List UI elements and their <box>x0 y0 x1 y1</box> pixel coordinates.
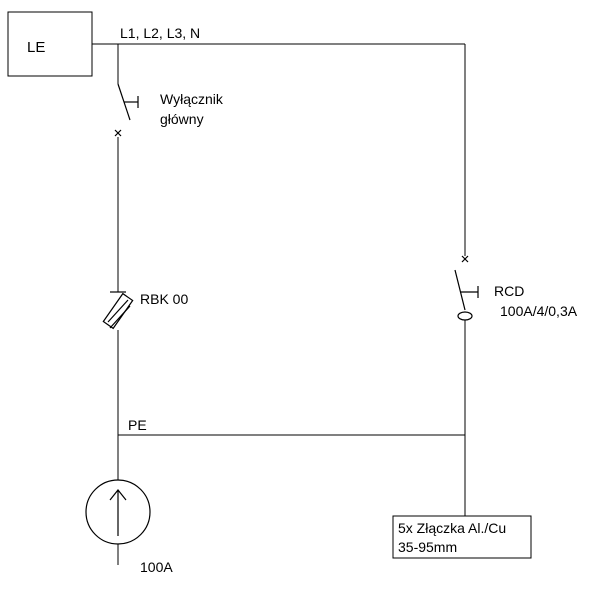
terminal-box-label-line2: 35-95mm <box>398 539 457 555</box>
terminal-box-frame <box>392 515 532 559</box>
fuse-diagonal-2 <box>109 305 131 329</box>
fuse-label: RBK 00 <box>140 291 188 307</box>
rcd-symbol <box>454 255 479 321</box>
rcd-blade <box>454 269 466 311</box>
le-box: LE <box>7 11 93 77</box>
main-switch-contact-x2 <box>114 129 122 137</box>
supply-rating: 100A <box>140 559 173 575</box>
fuse-symbol <box>102 291 134 330</box>
supply-arrow-head <box>109 489 127 501</box>
fuse-diagonal-1 <box>107 299 129 323</box>
le-box-label: LE <box>27 39 45 56</box>
rcd-label-line2: 100A/4/0,3A <box>500 303 578 319</box>
main-switch-symbol <box>114 83 139 137</box>
terminal-box: 5x Złączka Al./Cu 35-95mm <box>392 515 532 559</box>
phases-label: L1, L2, L3, N <box>120 25 200 41</box>
terminal-box-label-line1: 5x Złączka Al./Cu <box>398 520 506 536</box>
supply-symbol <box>85 479 151 545</box>
main-switch-label-line1: Wyłącznik <box>160 91 224 107</box>
main-switch-label-line2: główny <box>160 111 204 127</box>
rcd-contact-x2 <box>461 255 469 263</box>
rcd-core <box>457 311 473 321</box>
le-box-frame <box>7 11 93 77</box>
rcd-label-line1: RCD <box>494 283 524 299</box>
pe-label: PE <box>128 417 147 433</box>
